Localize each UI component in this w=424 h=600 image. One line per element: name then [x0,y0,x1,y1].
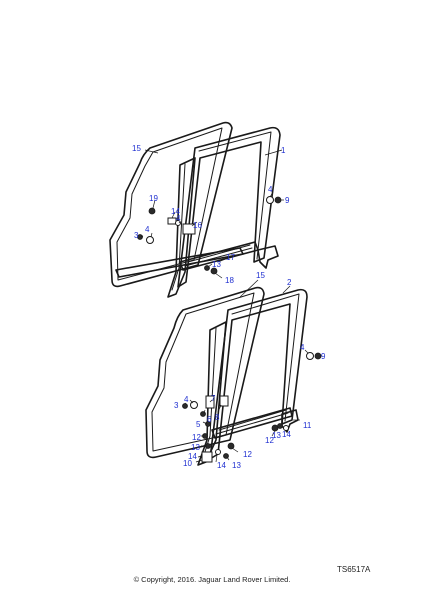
callout-4-lower-right: 4 [300,343,305,352]
clip-6 [200,411,206,417]
callout-18: 18 [225,276,234,285]
glass-run-seal-lower-inner [151,292,255,452]
callout-9-lower: 9 [321,352,326,361]
glass-run-seal-lower [145,286,265,459]
washer-4a [146,236,154,244]
screw-5 [205,421,211,427]
frame-lower-rail-lower [211,407,293,439]
frame-lower-rail-lower-hatch [215,409,289,435]
washer-4d [190,401,198,409]
washer-4e [306,352,314,360]
callout-9-upper: 9 [285,196,290,205]
callout-13-lower-left: 13 [191,443,200,452]
door-frame-upper-inner [198,131,272,260]
glass-run-seal-upper [109,121,233,288]
callout-4-upper-left: 4 [145,225,150,234]
callout-17: 17 [226,253,235,262]
frame-lower-rail-upper-hatch [184,244,253,267]
callout-14-lower-mid: 14 [217,461,226,470]
clip-14a [167,217,177,225]
washer-4c [175,220,181,226]
callout-4-lower-left: 4 [184,395,189,404]
callout-13-lower-mid: 13 [232,461,241,470]
reference-code: TS6517A [337,565,371,574]
callout-10: 10 [183,459,192,468]
bolt-19 [148,207,156,215]
callout-6: 6 [207,415,212,424]
bracket-16 [182,223,196,235]
callout-16: 16 [193,221,202,230]
copyright-notice: © Copyright, 2016. Jaguar Land Rover Lim… [134,575,291,584]
callout-11: 11 [303,421,312,430]
callout-labels: 15 1 4 9 19 14 4 16 17 3 4 13 18 15 2 4 … [132,144,326,470]
screw-3a [137,234,143,240]
lower-door-frame-assembly [145,279,322,466]
door-frame-lower-inner [231,293,300,422]
callout-14-upper: 14 [171,207,180,216]
washer-14b [215,449,221,455]
glass-run-seal-upper-inner [116,127,223,281]
callout-3-lower: 3 [174,401,179,410]
callout-13-lower-right: 13 [272,431,281,440]
callout-15-upper: 15 [132,144,141,153]
washer-4b [266,196,274,204]
division-channel-upper-inner [171,163,186,291]
callout-19: 19 [149,194,158,203]
callout-2: 2 [287,278,292,287]
washer-14d [283,425,289,431]
callout-15-lower: 15 [256,271,265,280]
callout-14-lower-left: 14 [188,452,197,461]
callout-12-lower-right: 12 [265,436,274,445]
hinge-10 [201,451,213,463]
callout-7: 7 [211,394,216,403]
callout-13-upper: 13 [212,260,221,269]
callout-8: 8 [215,413,220,422]
callout-3-upper: 3 [134,231,139,240]
division-channel-upper [167,157,196,298]
screw-9a [274,196,282,204]
screw-13d [277,423,283,429]
callout-4-upper-mid: 4 [176,214,181,223]
callout-1: 1 [281,146,286,155]
division-channel-lower-inner [202,327,217,459]
door-frame-lower [209,288,308,460]
callout-4-upper-right: 4 [268,185,273,194]
callout-5: 5 [196,420,201,429]
bolt-18 [210,267,218,275]
frame-bracket-upper [257,245,279,269]
screw-3b [182,403,188,409]
callout-12-lower-left: 12 [192,433,201,442]
upper-door-frame-assembly [109,121,284,298]
callout-14-lower-right: 14 [282,430,291,439]
callout-12-lower-mid: 12 [243,450,252,459]
bracket-8 [219,395,229,407]
door-frame-upper [177,126,281,288]
screw-12b [227,442,235,450]
